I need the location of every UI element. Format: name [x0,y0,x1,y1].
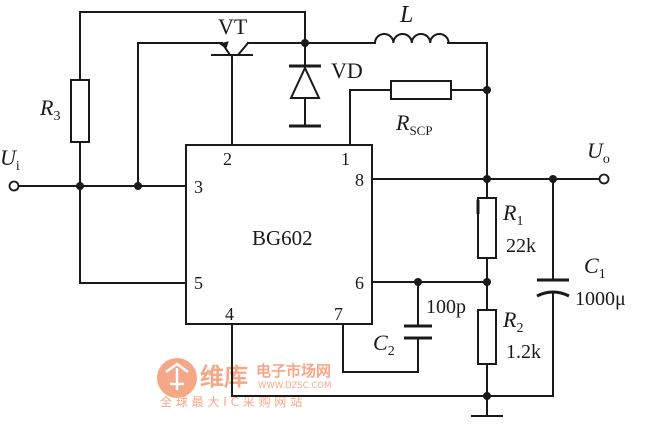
inductor-label: L [399,2,413,28]
c1-value: 1000μ [575,288,626,310]
transistor-label: VT [218,14,248,39]
junction-dot [483,278,491,286]
watermark: 维库 电子市场网 WWW.DZSC.COM 全 球 最 大 I C 采 购 网 … [157,358,331,409]
ic-bg602: BG602 1 2 3 5 8 6 4 7 [185,144,373,325]
junction-dot [414,278,422,286]
rscp-label: RSCP [395,110,433,138]
pin-7-label: 7 [334,304,343,324]
junction-dot [134,182,142,190]
transistor-vt: VT [211,14,253,57]
wires [17,11,601,417]
input-terminal [8,180,20,192]
resistor-r3: R3 [39,79,90,143]
capacitor-c2: 100p C2 [373,296,466,359]
c2-value: 100p [426,296,466,318]
diode-vd: VD [289,39,363,128]
r3-label: R3 [39,95,60,124]
c2-label: C2 [373,330,395,359]
r2-label: R2 [502,307,523,336]
resistor-rscp: RSCP [390,80,452,138]
c1-label: C1 [584,253,606,282]
resistor-r1: R1 22k [476,197,536,259]
output-label: Uo [587,138,610,167]
resistor-r2: R2 1.2k [477,307,541,365]
junction-dot [483,86,491,94]
pin-2-label: 2 [223,149,232,169]
junction-dot [76,182,84,190]
diode-label: VD [331,58,363,83]
junction-dot [483,392,491,400]
input-label: Ui [0,145,20,174]
r1-label: R1 [502,200,523,229]
capacitor-c1: C1 1000μ [536,253,626,310]
pin-6-label: 6 [355,273,364,293]
junction-dot [483,175,491,183]
ic-name: BG602 [252,226,313,250]
pin-4-label: 4 [225,304,234,324]
watermark-site: 电子市场网 [256,362,331,380]
watermark-slogan: 全 球 最 大 I C 采 购 网 站 [160,394,302,409]
watermark-url: WWW.DZSC.COM [258,381,331,391]
pin-5-label: 5 [194,273,203,293]
pin-8-label: 8 [355,170,364,190]
junctions [76,39,557,400]
emitter-arrow-icon [218,41,229,49]
pin-1-label: 1 [341,149,350,169]
pin-3-label: 3 [194,177,203,197]
inductor-l: L [373,2,450,45]
watermark-brand: 维库 [200,363,248,391]
r2-value: 1.2k [506,341,541,363]
r1-value: 22k [506,235,536,257]
watermark-logo-icon [157,358,197,398]
output-terminal [598,173,610,185]
junction-dot [549,175,557,183]
